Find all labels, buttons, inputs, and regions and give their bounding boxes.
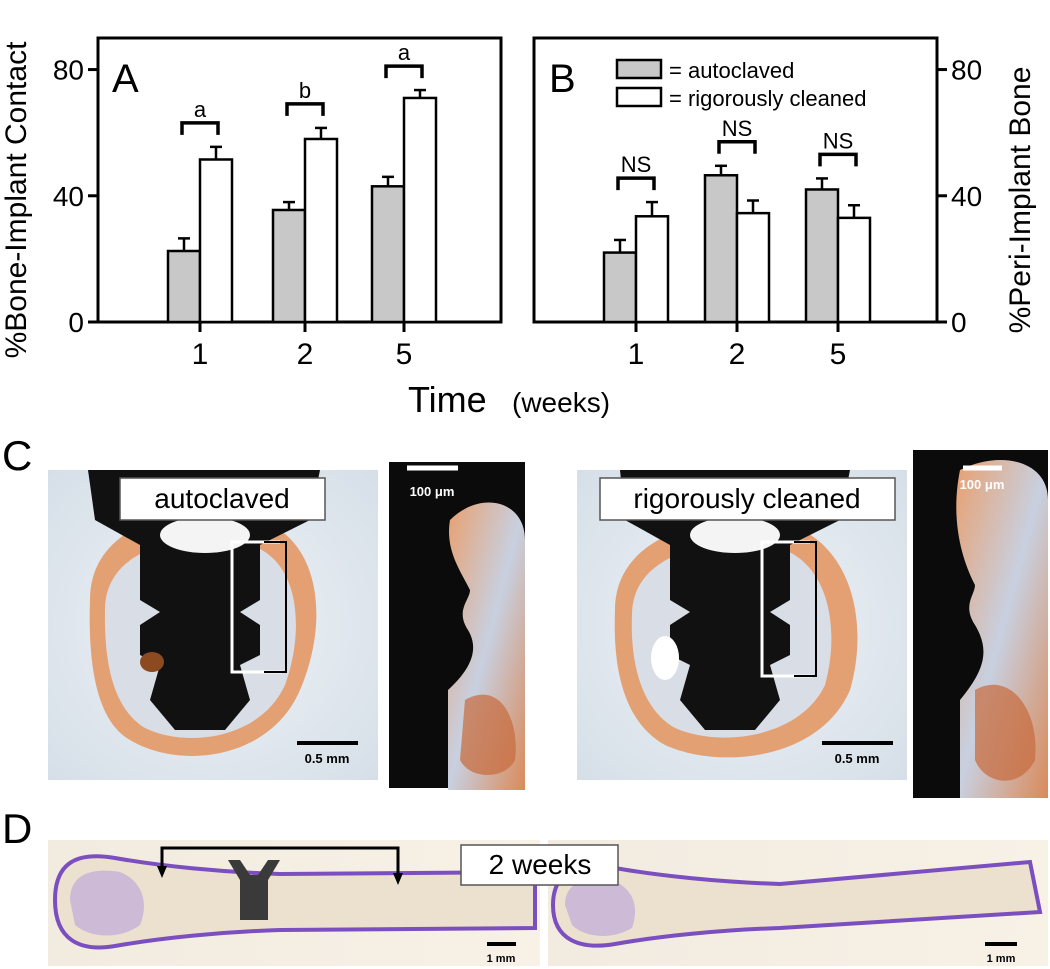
legend-label-autoclaved: = autoclaved: [669, 58, 794, 83]
bar-a-autoclaved-1: [166, 249, 202, 324]
significance-label-b-2: NS: [722, 116, 753, 141]
bar-b-cleaned-2: [735, 211, 771, 324]
x-tick-label-a-5: 5: [396, 338, 413, 371]
significance-bracket-b-1: [616, 176, 656, 191]
femur-section-right: 1 mm: [548, 840, 1048, 966]
legend: = autoclaved = rigorously cleaned: [615, 58, 867, 111]
scale-bar-inset-right: 100 μm: [960, 477, 1005, 492]
x-tick-label-b-5: 5: [830, 338, 847, 371]
y-axis-label-b: %Peri-Implant Bone: [1004, 67, 1037, 334]
panel-letter-b: B: [549, 57, 576, 101]
bar-b-autoclaved-1: [602, 251, 638, 324]
inset-rigorously-cleaned: 100 μm: [913, 450, 1048, 798]
bar-b-cleaned-1: [634, 215, 670, 324]
bar-a-cleaned-5: [402, 96, 438, 324]
x-tick-label-b-2: 2: [729, 338, 746, 371]
significance-bracket-a-1: [180, 121, 220, 135]
significance-label-a-2: b: [299, 78, 311, 103]
y-tick-label-a-40: 40: [53, 181, 84, 212]
label-autoclaved: autoclaved: [154, 483, 289, 514]
panel-letter-d: D: [2, 805, 32, 852]
x-tick-label-a-2: 2: [297, 338, 314, 371]
bar-a-cleaned-1: [198, 158, 234, 324]
bar-b-cleaned-5: [836, 216, 872, 324]
significance-bracket-b-5: [818, 152, 858, 167]
inset-autoclaved: 100 μm: [389, 462, 525, 790]
femur-section-left: 1 mm: [48, 840, 540, 966]
significance-bracket-a-5: [384, 64, 424, 79]
panel-letter-c: C: [2, 432, 32, 479]
scale-bar-inset-left: 100 μm: [410, 484, 455, 499]
x-axis-title: Time: [408, 379, 487, 420]
chart-a: a b a 1 2 5 0 40 80 A %Bone-Implant Contact: [0, 36, 503, 371]
micrograph-rigorously-cleaned: rigorously cleaned 0.5 mm: [577, 470, 907, 780]
y-tick-label-a-80: 80: [53, 55, 84, 86]
y-tick-label-b-0: 0: [951, 307, 967, 338]
significance-label-b-1: NS: [621, 152, 652, 177]
legend-swatch-autoclaved: [615, 58, 663, 80]
scale-bar-d-right: 1 mm: [987, 953, 1016, 965]
scale-bar-main-right: 0.5 mm: [835, 751, 880, 766]
scale-bar-d-left: 1 mm: [487, 953, 516, 965]
legend-label-cleaned: = rigorously cleaned: [669, 86, 867, 111]
y-axis-label-a: %Bone-Implant Contact: [0, 41, 33, 358]
x-tick-label-b-1: 1: [628, 338, 645, 371]
bar-b-autoclaved-5: [804, 188, 840, 324]
y-tick-label-a-0: 0: [68, 307, 84, 338]
x-tick-label-a-1: 1: [192, 338, 209, 371]
bar-a-autoclaved-5: [370, 185, 406, 324]
x-axis-unit: (weeks): [512, 387, 610, 418]
y-tick-label-b-80: 80: [951, 55, 982, 86]
significance-label-a-1: a: [194, 97, 207, 122]
bar-b-autoclaved-2: [703, 174, 739, 324]
y-tick-label-b-40: 40: [951, 181, 982, 212]
micrograph-autoclaved: autoclaved 0.5 mm: [48, 470, 378, 780]
legend-swatch-cleaned: [615, 86, 663, 108]
scale-bar-main-left: 0.5 mm: [305, 751, 350, 766]
significance-label-b-5: NS: [823, 128, 854, 153]
significance-bracket-b-2: [717, 140, 757, 154]
label-2-weeks: 2 weeks: [489, 849, 592, 880]
label-rigorously-cleaned: rigorously cleaned: [633, 483, 860, 514]
significance-bracket-a-2: [285, 102, 325, 116]
bar-a-autoclaved-2: [271, 208, 307, 324]
bar-a-cleaned-2: [303, 137, 339, 324]
panel-letter-a: A: [112, 57, 139, 101]
significance-label-a-5: a: [398, 40, 411, 65]
chart-b: NS NS NS 1 2 5 0 40 80 B %Peri-Implant Bone = a…: [532, 36, 1037, 371]
